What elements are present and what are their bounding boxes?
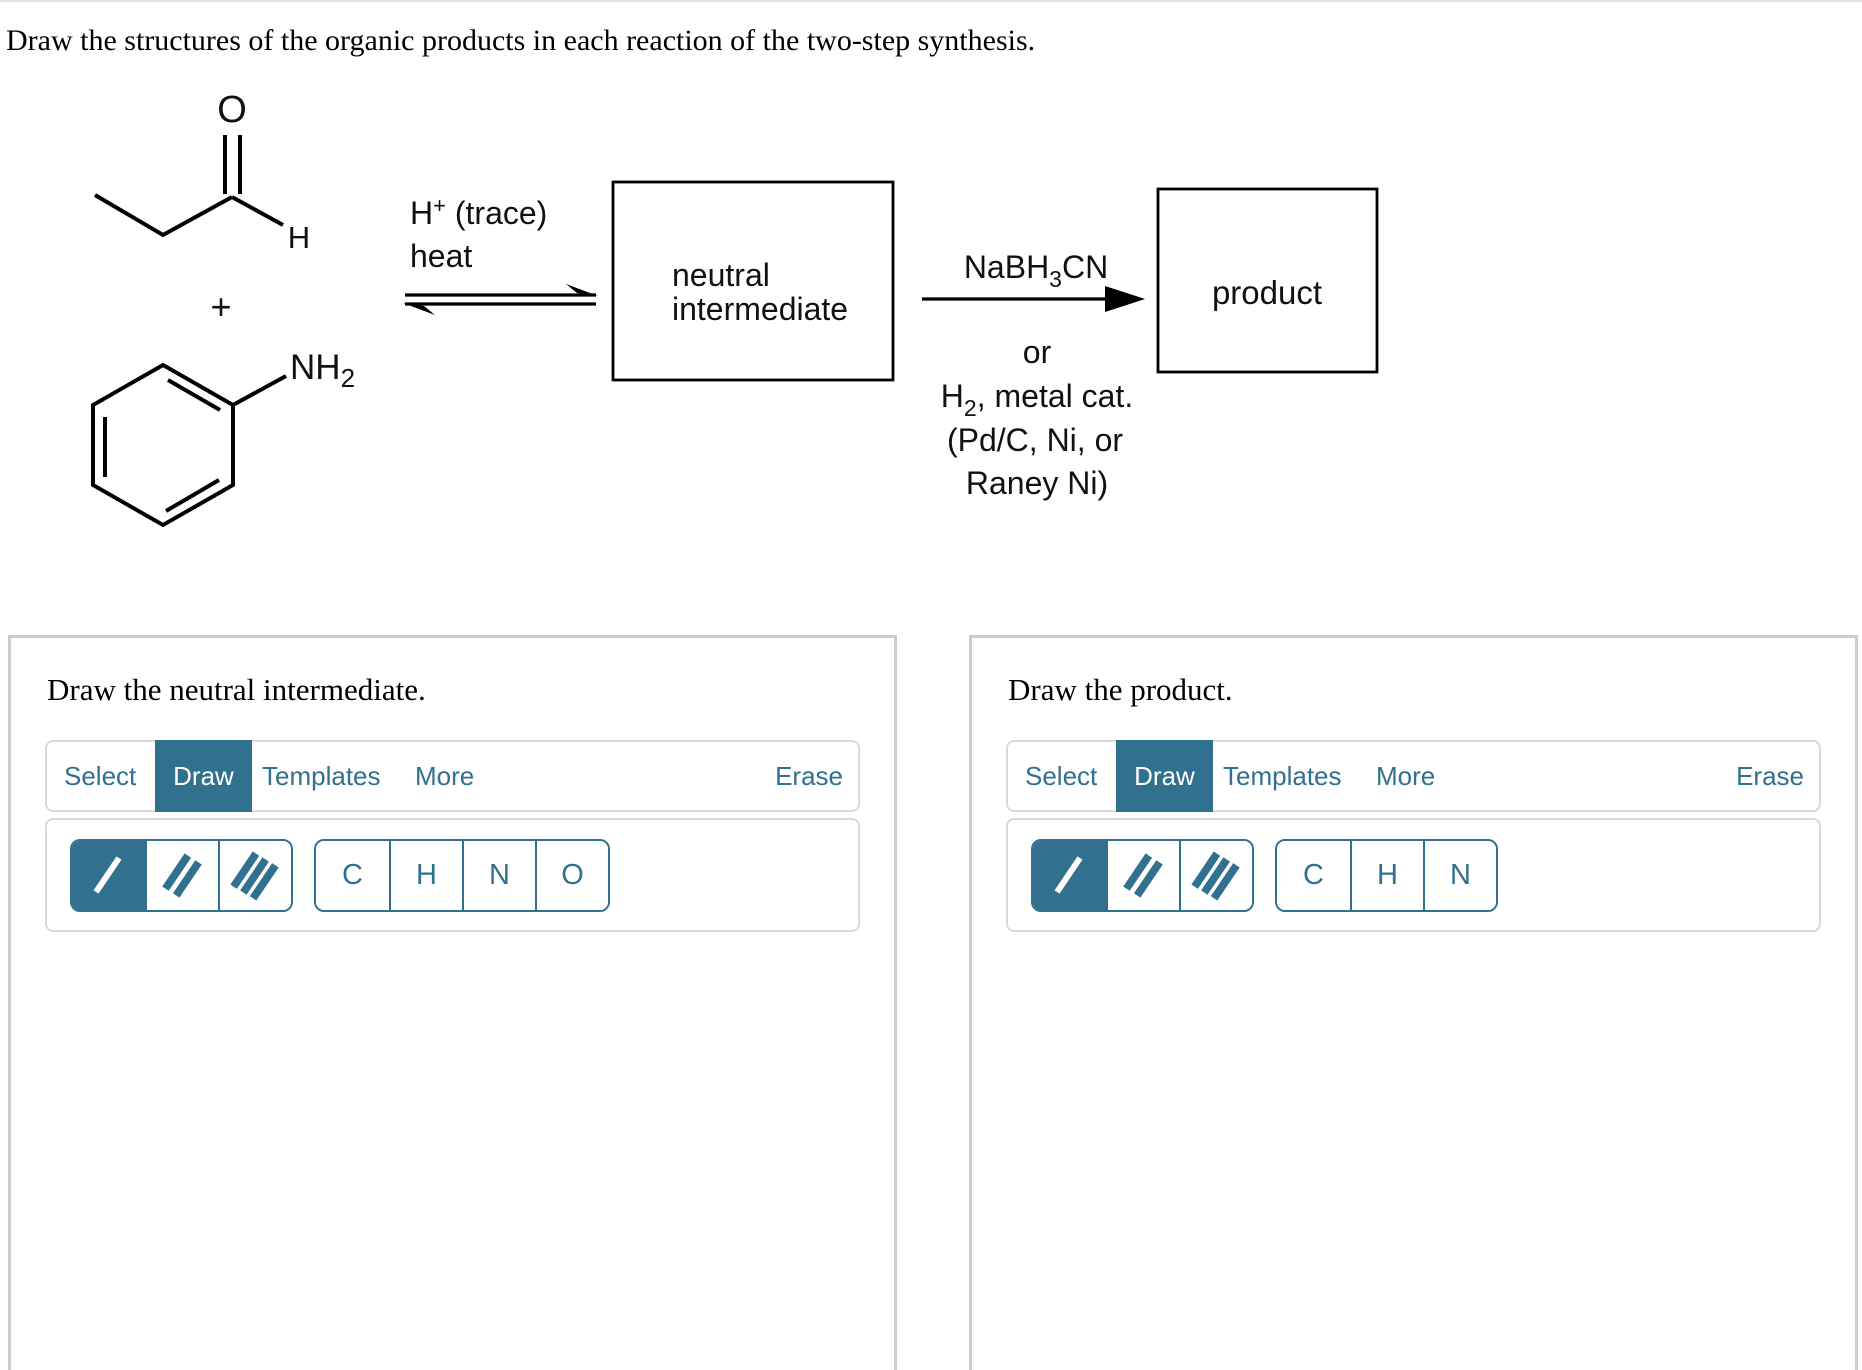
plus-sign: + [210,286,231,327]
product-box [1156,187,1379,374]
intermediate-drawing-canvas[interactable] [45,938,860,1368]
intermediate-panel-title: Draw the neutral intermediate. [47,672,426,707]
aldehyde-ch-bond [231,195,284,227]
step2-arrow [922,286,1145,312]
triple-bond-button[interactable] [218,841,291,910]
equilibrium-arrows [403,284,598,315]
bond-button-group [70,839,293,912]
product-editor-panel: Draw the product. Select Draw Templates … [969,635,1858,1370]
intermediate-tools-strip: C H N O [45,818,860,932]
erase-tool-button[interactable]: Erase [775,760,843,791]
single-bond-icon [1054,856,1083,894]
atom-button-group: C H N O [314,839,610,912]
double-bond-icon [1123,853,1163,898]
product-panel-title: Draw the product. [1008,672,1233,707]
more-tool-button[interactable]: More [1376,760,1436,791]
reaction-scheme: O H + NH2 H+ (trace) heat neutral interm… [91,89,1379,528]
step2-catalyst-label-line2: Raney Ni) [966,465,1108,501]
templates-tool-button[interactable]: Templates [1223,760,1342,791]
atom-o-button[interactable]: O [535,841,608,910]
triple-bond-icon [1191,851,1240,901]
aldehyde-carbon-chain-bond [93,193,233,238]
intermediate-label-line2: intermediate [672,291,848,327]
aldehyde-structure [93,135,284,238]
step2-or-label: or [1023,334,1052,370]
atom-h-button[interactable]: H [1350,841,1423,910]
question-text: Draw the structures of the organic produ… [6,24,1036,57]
ring-double-bond-3 [164,478,221,513]
single-bond-icon [93,856,122,894]
single-bond-button[interactable] [1033,841,1106,910]
amine-label: NH2 [290,348,355,393]
aniline-structure [91,362,287,528]
product-tools-strip: C H N [1006,818,1821,932]
atom-n-button[interactable]: N [462,841,535,910]
templates-tool-button[interactable]: Templates [262,760,381,791]
step2-catalyst-label-line1: (Pd/C, Ni, or [947,422,1123,458]
aldehyde-oxygen-label: O [217,89,247,131]
single-bond-button[interactable] [72,841,145,910]
draw-tool-button[interactable]: Draw [1116,740,1213,812]
c-n-bond [232,374,287,407]
atom-c-button[interactable]: C [316,841,389,910]
select-tool-button[interactable]: Select [1025,760,1098,791]
atom-button-group: C H N [1275,839,1498,912]
benzene-ring [91,362,235,528]
draw-tool-button[interactable]: Draw [155,740,252,812]
triple-bond-button[interactable] [1179,841,1252,910]
step2-reagent-label: NaBH3CN [964,249,1108,292]
ring-double-bond-1 [167,378,221,412]
more-tool-button[interactable]: More [415,760,475,791]
step1-reagent-label: H+ (trace) [410,193,547,231]
atom-h-button[interactable]: H [389,841,462,910]
double-bond-button[interactable] [145,841,218,910]
erase-tool-button[interactable]: Erase [1736,760,1804,791]
bond-button-group [1031,839,1254,912]
product-label: product [1212,274,1322,311]
step2-h2-label: H2, metal cat. [941,378,1133,421]
aldehyde-hydrogen-label: H [288,220,310,255]
atom-c-button[interactable]: C [1277,841,1350,910]
step1-condition-label: heat [410,238,472,274]
atom-n-button[interactable]: N [1423,841,1496,910]
double-bond-icon [162,853,202,898]
intermediate-toolbar: Select Draw Templates More Erase [45,740,860,812]
product-drawing-canvas[interactable] [1006,938,1821,1368]
triple-bond-icon [230,851,279,901]
select-tool-button[interactable]: Select [64,760,137,791]
intermediate-box [611,180,895,382]
intermediate-editor-panel: Draw the neutral intermediate. Select Dr… [8,635,897,1370]
intermediate-label-line1: neutral [672,257,770,293]
product-toolbar: Select Draw Templates More Erase [1006,740,1821,812]
double-bond-button[interactable] [1106,841,1179,910]
